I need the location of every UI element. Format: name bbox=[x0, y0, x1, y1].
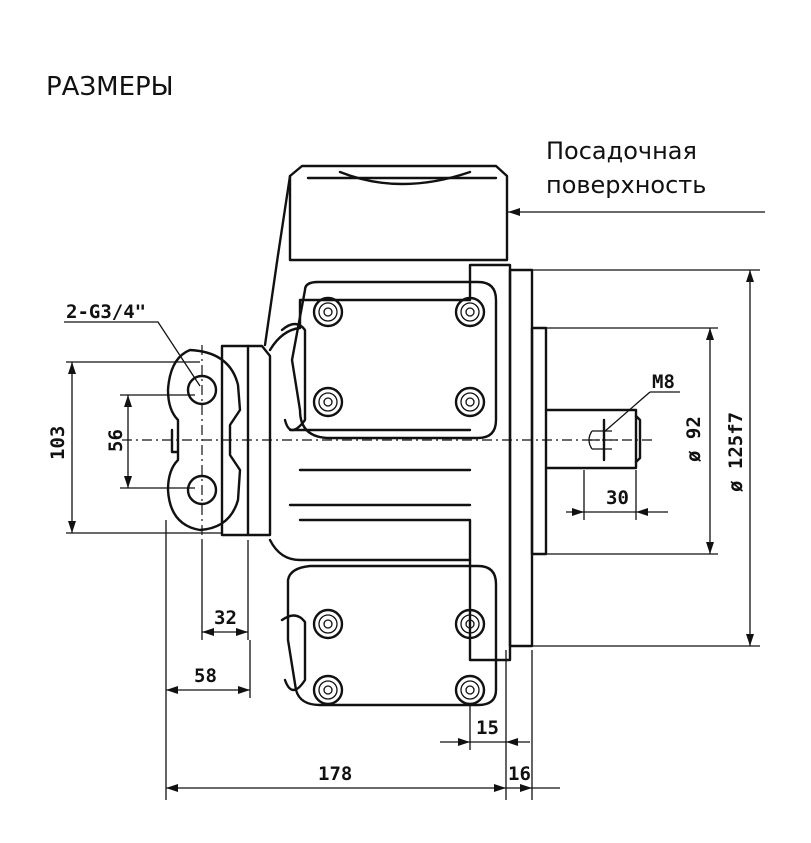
fit-surface-label: Посадочная поверхность bbox=[546, 134, 706, 202]
motor-body bbox=[220, 164, 512, 707]
page-title: РАЗМЕРЫ bbox=[46, 72, 174, 102]
dim-58: 58 bbox=[194, 665, 217, 687]
dim-103: 103 bbox=[47, 426, 69, 460]
port-flange bbox=[166, 348, 242, 532]
dimension-lines bbox=[64, 208, 765, 800]
dim-thread: M8 bbox=[652, 371, 675, 393]
dim-15: 15 bbox=[476, 717, 499, 739]
fit-surface-line1: Посадочная bbox=[546, 137, 697, 165]
dim-56: 56 bbox=[105, 429, 127, 452]
dim-125: ø 125f7 bbox=[725, 412, 747, 492]
mounting-flange bbox=[508, 268, 642, 648]
dim-port: 2-G3/4" bbox=[66, 301, 146, 323]
dim-32: 32 bbox=[214, 607, 237, 629]
dim-92: ø 92 bbox=[683, 416, 705, 462]
dim-178: 178 bbox=[318, 763, 352, 785]
dim-16: 16 bbox=[508, 763, 531, 785]
dim-30: 30 bbox=[606, 487, 629, 509]
fit-surface-line2: поверхность bbox=[546, 171, 707, 199]
